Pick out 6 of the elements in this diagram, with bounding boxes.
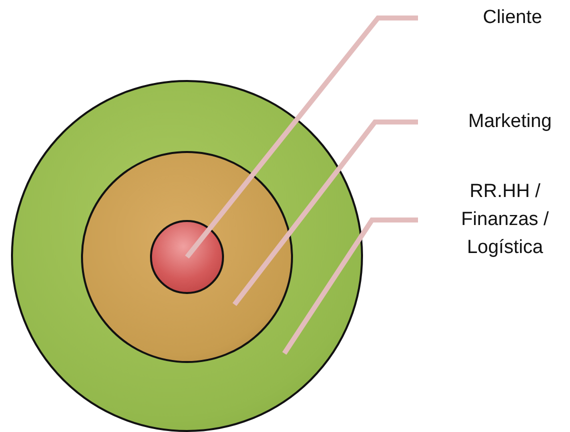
leader-line (185, 16, 418, 259)
layer-label: Cliente (482, 6, 544, 30)
layer-label: RR.HH / Finanzas / Logística (460, 180, 550, 260)
layer-label: Marketing (467, 110, 553, 134)
leader-line (282, 218, 418, 355)
leader-line (232, 120, 418, 306)
